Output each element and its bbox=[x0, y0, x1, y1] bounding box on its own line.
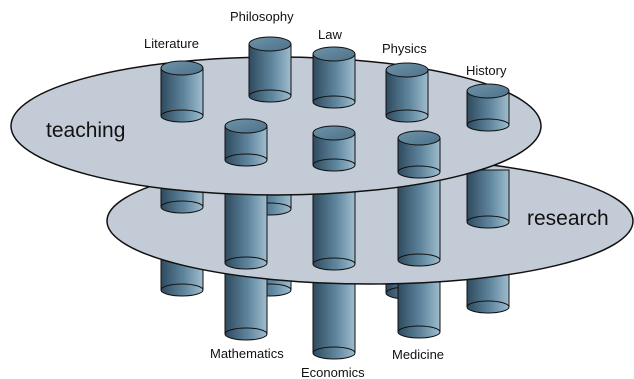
philosophy-label: Philosophy bbox=[230, 9, 294, 24]
research-label: research bbox=[527, 207, 609, 230]
history-label: History bbox=[466, 63, 507, 78]
pillar-philosophy-top bbox=[248, 36, 292, 103]
law-label: Law bbox=[318, 27, 342, 42]
mathematics-label: Mathematics bbox=[210, 346, 284, 361]
pillar-economics-top bbox=[312, 125, 356, 172]
pillar-literature-mid bbox=[160, 184, 204, 214]
economics-label: Economics bbox=[301, 365, 365, 379]
pillar-physics-top bbox=[385, 62, 429, 123]
pillar-history-mid bbox=[466, 169, 510, 229]
literature-label: Literature bbox=[144, 36, 199, 51]
pillar-literature-top bbox=[160, 60, 204, 123]
medicine-label: Medicine bbox=[392, 347, 444, 362]
physics-label: Physics bbox=[382, 41, 427, 56]
teaching-label: teaching bbox=[46, 119, 125, 142]
pillars-above-teaching bbox=[160, 36, 510, 179]
pillar-history-top bbox=[466, 83, 510, 132]
pillar-mathematics-top bbox=[224, 118, 268, 167]
pillar-law-top bbox=[312, 46, 356, 109]
pillar-medicine-top bbox=[397, 130, 441, 179]
